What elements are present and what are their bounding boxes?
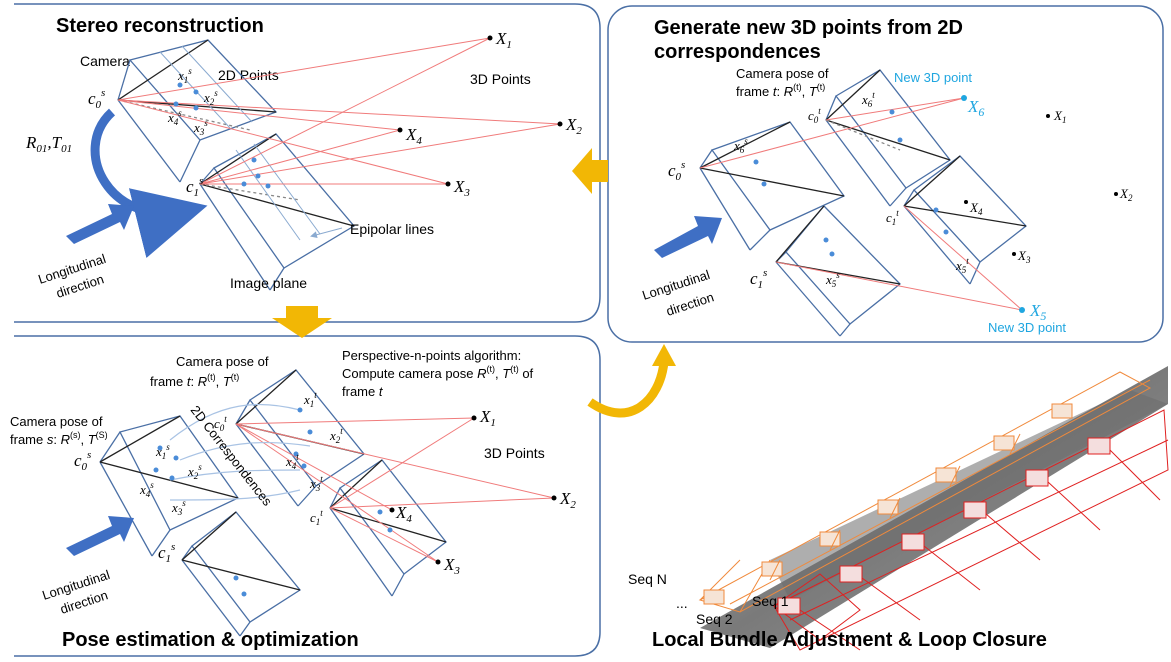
pose-t-line2: frame t: R(t), T(t) — [150, 372, 239, 389]
gen-X1-label: X1 — [1053, 108, 1066, 125]
pose-rays — [235, 417, 555, 563]
pose-c1t-label: c1t — [310, 508, 323, 527]
rotation-translation-label: R01,T01 — [25, 133, 72, 155]
point-X3-label: X3 — [453, 177, 470, 199]
pose-points3d-label: 3D Points — [484, 445, 545, 461]
pose-x1t-label: x1t — [303, 390, 317, 409]
c0s-label: c0s — [88, 87, 105, 111]
longitudinal-arrow-generate — [654, 216, 722, 258]
seq-ellipsis: ... — [676, 595, 688, 611]
seq-1-label-visible: Seq 1 — [752, 593, 789, 609]
camera-frustum-c1 — [199, 133, 355, 291]
pose-X2-label: X2 — [559, 489, 576, 511]
rotation-arc-arrow — [90, 108, 208, 258]
pose-t-line1: Camera pose of — [176, 354, 269, 369]
red-camera-frames — [773, 409, 1169, 651]
pose-correspondence-arcs — [169, 403, 311, 501]
pose-x2t-label: x2t — [329, 426, 343, 445]
gen-c1s-label: c1s — [750, 267, 767, 291]
stereo-rays — [117, 37, 561, 185]
camera-label: Camera — [80, 53, 130, 69]
gen-X4-label: X4 — [969, 200, 983, 217]
gen-X2-label: X2 — [1119, 186, 1133, 203]
gen-frustum-c0s — [699, 121, 845, 251]
pose-X1-label: X1 — [479, 407, 496, 429]
road-surface-shade — [770, 390, 1168, 600]
pose-c1s-label: c1s — [158, 541, 175, 565]
epipolar-pointer — [310, 227, 343, 239]
gen-frustum-c1s — [775, 205, 901, 337]
gen-rays — [699, 97, 1023, 311]
pose-panel-frame — [14, 335, 601, 657]
gen-x6s-label: x6s — [733, 136, 748, 155]
pose-x2s-label: x2s — [187, 462, 202, 481]
points2d-label: 2D Points — [218, 67, 279, 83]
pose-X3-label: X3 — [443, 555, 460, 577]
generate-title-line2: correspondences — [654, 41, 821, 63]
pose-frustum-c1t — [329, 459, 447, 597]
gen-frustum-c1t — [903, 155, 1027, 285]
pose-c0t-label: c0t — [214, 414, 227, 433]
point-X2-label: X2 — [565, 115, 582, 137]
pnp-line2: Compute camera pose R(t), T(t) of — [342, 364, 534, 381]
orange-camera-frames — [698, 371, 1152, 613]
image-plane-label: Image plane — [230, 275, 307, 291]
pnp-line1: Perspective-n-points algorithm: — [342, 348, 521, 363]
epipolar-label: Epipolar lines — [350, 221, 434, 237]
point-X4-label: X4 — [405, 125, 422, 147]
gold-arrow-curve-head — [652, 344, 676, 366]
pose-s-line1: Camera pose of — [10, 414, 103, 429]
stereo-image-points — [173, 82, 271, 189]
pose-c0s-label: c0s — [74, 449, 91, 473]
gen-X3-label: X3 — [1017, 248, 1031, 265]
new3d-bottom-label: New 3D point — [988, 320, 1066, 335]
pose-x3t-label: x3t — [309, 474, 323, 493]
pose-x4t-label: x4t — [285, 452, 299, 471]
x2s-label: x2s — [203, 88, 218, 107]
pose-x3s-label: x3s — [171, 498, 186, 517]
generate-title-line1: Generate new 3D points from 2D — [654, 17, 963, 39]
gen-c0s-label: c0s — [668, 159, 685, 183]
gen-x5t-label: x5t — [955, 256, 969, 275]
stereo-title: Stereo reconstruction — [56, 15, 264, 37]
gen-frustum-c0t — [825, 69, 951, 207]
gold-arrow-curve — [587, 361, 669, 418]
point-X6-label: X6 — [967, 97, 984, 119]
pnp-line3: frame t — [342, 384, 384, 399]
x1s-label: x1s — [177, 66, 192, 85]
seq-2-label: Seq 2 — [696, 611, 733, 627]
stereo-3d-points — [397, 35, 563, 187]
new3d-top-label: New 3D point — [894, 70, 972, 85]
generate-pose-line1: Camera pose of — [736, 66, 829, 81]
longitudinal-arrow-stereo — [66, 204, 134, 244]
pose-s-line2: frame s: R(s), T(S) — [10, 430, 108, 447]
pose-X4-label: X4 — [395, 503, 412, 525]
longitudinal-arrow-pose — [66, 516, 134, 556]
pose-3d-points — [389, 415, 557, 565]
pose-frustum-c1s — [181, 511, 301, 637]
pose-x1s-label: x1s — [155, 442, 170, 461]
gen-c1t-label: c1t — [886, 208, 899, 227]
pose-image-points — [153, 407, 393, 597]
c1s-label: c1s — [186, 175, 203, 199]
gen-image-points — [753, 109, 949, 257]
gen-x6t-label: x6t — [861, 90, 875, 109]
points3d-label: 3D Points — [470, 71, 531, 87]
seq-n-label: Seq N — [628, 571, 667, 587]
gen-c0t-label: c0t — [808, 106, 821, 125]
gen-new-points — [961, 95, 1025, 313]
point-X1-label: X1 — [495, 29, 512, 51]
bundle-title: Local Bundle Adjustment & Loop Closure — [652, 629, 1047, 651]
generate-pose-line2: frame t: R(t), T(t) — [736, 82, 825, 99]
gold-arrow-down — [272, 306, 332, 338]
gen-3d-points — [964, 114, 1118, 256]
correspondences-label: 2D Correspondences — [188, 403, 276, 509]
pose-frustum-c0s — [99, 415, 239, 557]
gold-arrow-left — [572, 148, 608, 194]
pose-title: Pose estimation & optimization — [62, 629, 359, 651]
